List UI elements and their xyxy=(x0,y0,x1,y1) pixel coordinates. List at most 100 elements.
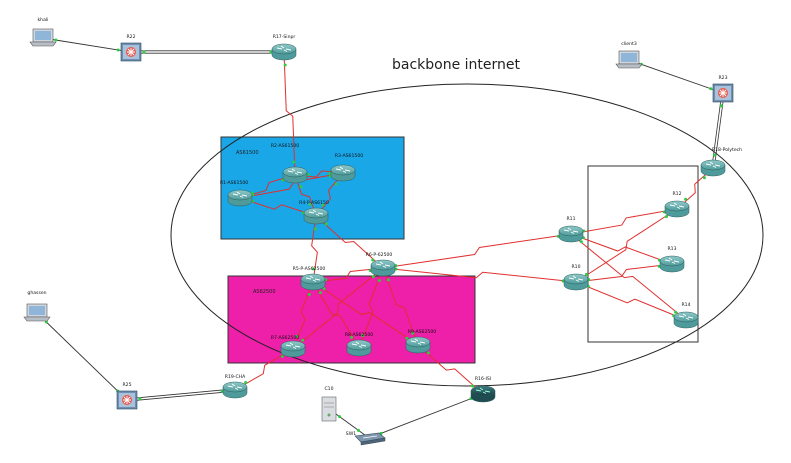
router-icon xyxy=(370,259,396,277)
node-r4[interactable]: R4-P-AS6150 xyxy=(299,200,329,225)
port-indicator xyxy=(426,351,430,355)
port-indicator xyxy=(301,338,305,342)
node-label-client3: client3 xyxy=(621,41,637,47)
port-indicator xyxy=(244,380,248,384)
serial-link-r11-r14[interactable] xyxy=(570,233,687,321)
node-r12[interactable]: R12 xyxy=(664,191,690,218)
serial-link-r5-r8[interactable] xyxy=(312,281,360,349)
router-icon xyxy=(700,159,726,177)
node-r16[interactable]: R16-ISI xyxy=(470,376,496,403)
node-label-r12: R12 xyxy=(672,191,681,197)
ethernet-link-ghassen-r25[interactable] xyxy=(36,312,128,401)
node-r8[interactable]: R8-AS62500 xyxy=(345,332,373,357)
port-indicator xyxy=(338,415,342,419)
node-c10[interactable]: C10 xyxy=(321,386,337,422)
node-label-r13: R13 xyxy=(667,246,676,252)
serial-link-r6-r8[interactable] xyxy=(358,267,384,349)
port-indicator xyxy=(709,87,713,91)
router-icon xyxy=(470,385,496,403)
serial-link-r6-r11[interactable] xyxy=(382,233,572,269)
node-r2[interactable]: R2-AS61500 xyxy=(271,143,308,184)
serial-link-r5-r6[interactable] xyxy=(312,267,384,283)
node-r1[interactable]: R1-AS61500 xyxy=(220,180,253,207)
node-r5[interactable]: R5-P-AS62500 xyxy=(293,266,326,291)
computer-icon xyxy=(29,28,57,47)
node-label-r1: R1-AS61500 xyxy=(220,180,248,186)
serial-link-r5-r7[interactable] xyxy=(292,281,314,350)
node-khali[interactable]: khali xyxy=(29,17,57,47)
node-r10[interactable]: R10 xyxy=(563,264,589,291)
router-icon xyxy=(558,225,584,243)
port-indicator xyxy=(324,222,328,226)
ethernet-link-khali-r22[interactable] xyxy=(42,37,132,53)
server-icon xyxy=(321,396,337,422)
ethernet-link-r23-r18[interactable] xyxy=(711,92,725,169)
node-ghassen[interactable]: ghassen xyxy=(23,290,51,322)
serial-link-r6-r10[interactable] xyxy=(382,267,577,283)
port-indicator xyxy=(292,160,296,164)
port-indicator xyxy=(142,50,146,54)
ethernet-link-sw1-r16[interactable] xyxy=(368,393,484,439)
serial-link-r1-r4[interactable] xyxy=(239,197,317,217)
port-indicator xyxy=(322,287,326,291)
serial-link-r5-r9[interactable] xyxy=(312,281,419,346)
serial-link-r4-r6[interactable] xyxy=(315,215,384,269)
router-icon xyxy=(303,207,329,225)
port-indicator xyxy=(321,203,325,207)
multilayer-switch-icon xyxy=(116,390,138,410)
port-indicator xyxy=(719,104,723,108)
port-indicator xyxy=(356,428,360,432)
ethernet-link-r22-r17[interactable] xyxy=(131,50,284,54)
node-client3[interactable]: client3 xyxy=(615,41,643,69)
serial-link-r11-r13[interactable] xyxy=(570,233,673,265)
node-r6[interactable]: R6-P-62500 xyxy=(366,252,396,277)
port-indicator xyxy=(350,335,354,339)
router-icon xyxy=(282,166,308,184)
node-r13[interactable]: R13 xyxy=(659,246,685,273)
node-sw1[interactable]: SW1 xyxy=(346,431,386,446)
node-label-r10: R10 xyxy=(571,264,580,270)
serial-link-r4-r5[interactable] xyxy=(311,215,318,283)
serial-link-r3-r1[interactable] xyxy=(239,172,344,199)
serial-link-r17-r2[interactable] xyxy=(283,51,296,176)
node-label-sw1: SW1 xyxy=(346,431,356,437)
router-icon xyxy=(222,381,248,399)
router-icon xyxy=(673,311,699,329)
node-r11[interactable]: R11 xyxy=(558,216,584,243)
serial-link-r3-r4[interactable] xyxy=(315,172,344,217)
node-r3[interactable]: R3-AS61500 xyxy=(330,153,363,182)
serial-link-r11-r12[interactable] xyxy=(570,208,678,235)
ethernet-link-client3-r23[interactable] xyxy=(628,59,724,94)
ethernet-link-r25-r19[interactable] xyxy=(126,388,236,402)
serial-link-r10-r12[interactable] xyxy=(575,208,678,283)
serial-link-r6-r7[interactable] xyxy=(292,267,384,350)
router-icon xyxy=(659,255,685,273)
router-icon xyxy=(664,200,690,218)
node-r7[interactable]: R7-AS62500 xyxy=(271,335,306,358)
serial-link-r12-r18[interactable] xyxy=(676,167,714,210)
serial-link-r10-r14[interactable] xyxy=(575,281,687,321)
serial-link-r6-r9[interactable] xyxy=(382,267,419,346)
node-r25[interactable]: R25 xyxy=(116,382,138,410)
node-r17[interactable]: R17-Sinpr xyxy=(271,34,297,61)
serial-link-r2-r4[interactable] xyxy=(294,174,317,217)
port-indicator xyxy=(684,197,688,201)
node-r18[interactable]: R18-Polytech xyxy=(700,147,742,177)
as61500-label: AS61500 xyxy=(236,150,259,156)
right-cluster-box[interactable] xyxy=(587,165,699,343)
node-r14[interactable]: R14 xyxy=(673,302,699,329)
node-r23[interactable]: R23 xyxy=(712,75,734,103)
port-indicator xyxy=(295,335,299,339)
serial-link-r7-r19[interactable] xyxy=(234,348,294,391)
serial-link-r9-r16[interactable] xyxy=(417,344,484,395)
as62500-label: AS62500 xyxy=(253,289,276,295)
node-r22[interactable]: R22 xyxy=(120,34,142,62)
serial-link-r10-r13[interactable] xyxy=(575,263,673,283)
node-r9[interactable]: R9-AS62500 xyxy=(405,329,436,354)
computer-icon xyxy=(615,50,643,69)
node-label-r7: R7-AS62500 xyxy=(271,335,299,341)
port-indicator xyxy=(713,153,717,157)
node-label-r16: R16-ISI xyxy=(475,376,491,382)
node-label-r8: R8-AS62500 xyxy=(345,332,373,338)
node-r19[interactable]: R19-CHA xyxy=(222,374,248,399)
